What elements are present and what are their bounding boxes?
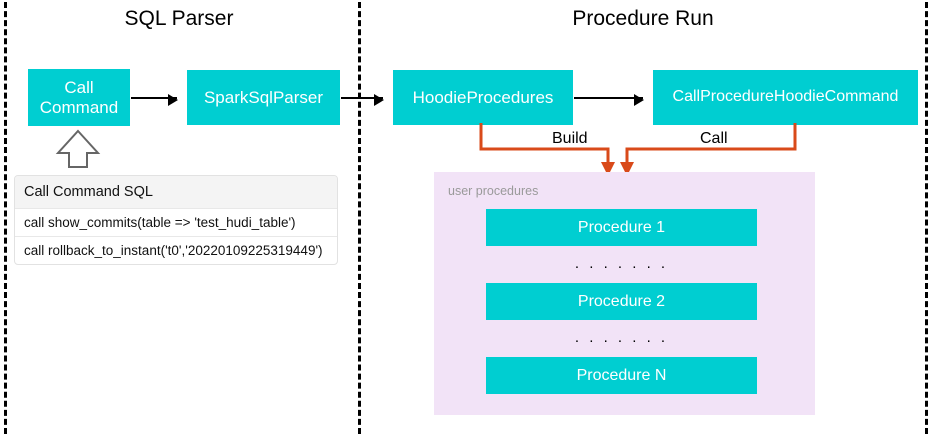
node-hoodie-procedures: HoodieProcedures — [393, 70, 573, 125]
procedure-box: Procedure 1 — [486, 209, 757, 246]
block-arrow-up-icon — [55, 129, 101, 168]
call-command-sql-table: Call Command SQL call show_commits(table… — [14, 175, 338, 265]
sql-table-header: Call Command SQL — [15, 176, 337, 208]
build-call-connectors — [479, 123, 797, 176]
procedure-box: Procedure N — [486, 357, 757, 394]
procedure-box: Procedure 2 — [486, 283, 757, 320]
user-procedures-panel: user procedures Procedure 1 . . . . . . … — [434, 172, 815, 415]
node-call-command: Call Command — [28, 69, 130, 126]
divider-middle — [358, 2, 361, 434]
connector-label-build: Build — [546, 131, 594, 147]
arrow-call-command-to-spark-sql-parser — [131, 93, 178, 106]
node-call-procedure-hoodie-command: CallProcedureHoodieCommand — [653, 70, 918, 125]
arrow-hoodie-procedures-to-call-procedure-hoodie-command — [574, 93, 644, 106]
procedure-ellipsis: . . . . . . . — [574, 255, 669, 272]
user-procedures-label: user procedures — [448, 184, 539, 198]
node-spark-sql-parser: SparkSqlParser — [187, 70, 340, 125]
sql-table-row: call show_commits(table => 'test_hudi_ta… — [15, 208, 337, 236]
divider-left — [4, 2, 7, 434]
connector-label-call: Call — [694, 131, 734, 147]
section-title-procedure-run: Procedure Run — [572, 7, 714, 30]
procedure-ellipsis: . . . . . . . — [574, 329, 669, 346]
arrow-spark-sql-parser-to-hoodie-procedures — [341, 93, 384, 106]
divider-right — [925, 2, 928, 434]
section-title-sql-parser: SQL Parser — [124, 7, 234, 30]
sql-table-row: call rollback_to_instant('t0','202201092… — [15, 236, 337, 264]
